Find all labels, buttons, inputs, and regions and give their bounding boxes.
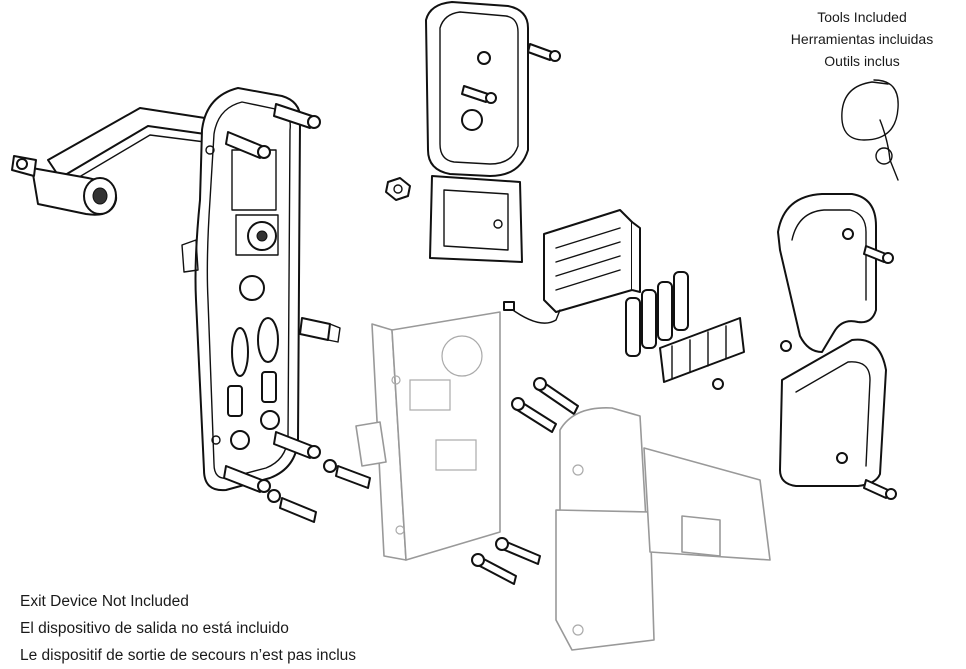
spindle (299, 317, 341, 343)
screws-right (863, 245, 897, 500)
small-screws-middle (712, 340, 792, 390)
batteries (625, 271, 689, 357)
exit-device-chassis (555, 407, 771, 651)
key-cylinder (11, 155, 118, 216)
screws-top (461, 43, 561, 104)
tool-wire-icon (841, 79, 899, 181)
nut (385, 177, 411, 201)
mortise-lock-body (355, 311, 501, 561)
mounting-screws-lower-left (267, 459, 371, 523)
rear-housing (779, 338, 887, 487)
battery-pack (543, 209, 641, 313)
exit-device-note: Exit Device Not Included El dispositivo … (20, 588, 356, 669)
mounting-posts (223, 103, 321, 493)
battery-wire (503, 301, 561, 324)
reader-housing-top (425, 1, 529, 263)
battery-clip (659, 317, 745, 383)
tools-label-es: Herramientas incluidas (790, 31, 934, 47)
tools-label-en: Tools Included (817, 9, 907, 25)
tools-label-fr: Outils inclus (824, 53, 900, 69)
exit-note-en: Exit Device Not Included (20, 593, 189, 610)
thru-bolts-middle (471, 377, 579, 585)
exit-note-fr: Le dispositif de sortie de secours n’est… (20, 647, 357, 664)
front-cover (777, 193, 877, 353)
tools-included-label: Tools Included Herramientas incluidas Ou… (772, 6, 952, 72)
escutcheon-plate (181, 87, 302, 492)
exit-note-es: El dispositivo de salida no está incluid… (20, 620, 289, 637)
